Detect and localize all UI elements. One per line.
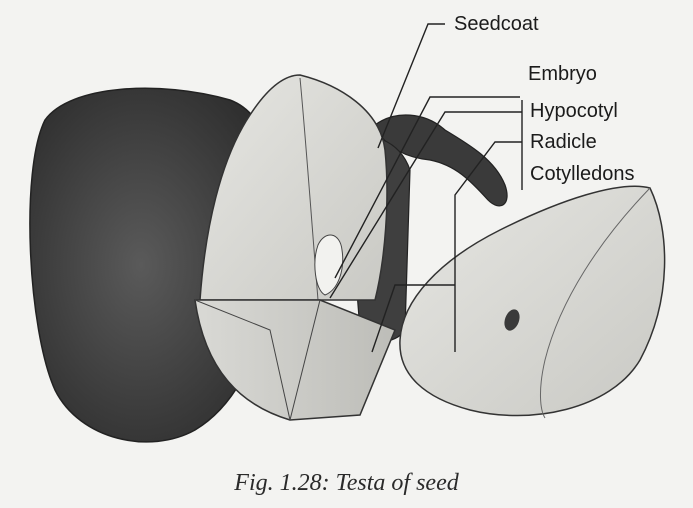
label-hypocotyl: Hypocotyl	[530, 101, 618, 121]
figure-caption: Fig. 1.28: Testa of seed	[0, 470, 693, 497]
label-radicle: Radicle	[530, 132, 597, 152]
cotyledon-half	[400, 186, 665, 415]
label-cotyledons: Cotylledons	[530, 164, 635, 184]
label-seedcoat: Seedcoat	[454, 14, 539, 34]
label-embryo: Embryo	[528, 64, 597, 84]
